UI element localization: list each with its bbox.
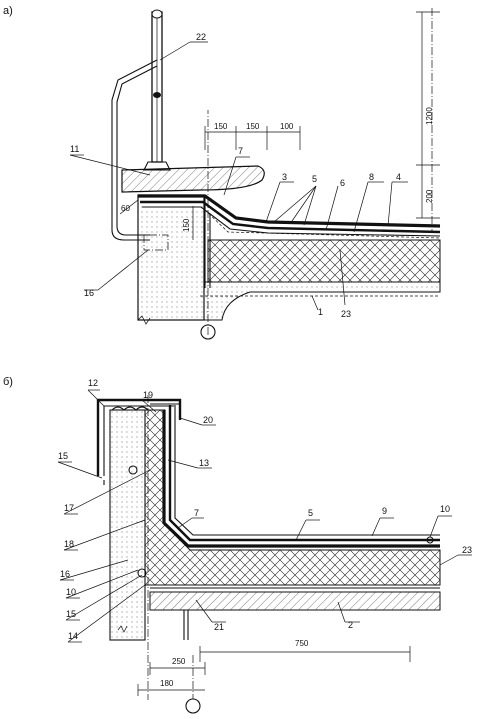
callout-label: 18 <box>64 539 74 549</box>
callout-label: 1200 <box>425 107 434 125</box>
callout-label: 60 <box>121 204 130 213</box>
callout-label: 23 <box>462 545 472 555</box>
callout-label: 8 <box>369 172 374 182</box>
callout-label: 750 <box>295 639 309 648</box>
callout-label: 23 <box>341 309 351 319</box>
callout-label: 15 <box>58 451 68 461</box>
callout-label: 2 <box>348 620 353 630</box>
callout-label: 100 <box>280 122 294 131</box>
callouts-b: 12 19 20 15 13 17 7 5 9 10 23 18 16 10 1… <box>57 378 472 643</box>
callout-label: 1 <box>318 307 323 317</box>
callout-label: 22 <box>196 32 206 42</box>
callout-label: 150 <box>246 122 260 131</box>
callout-label: 19 <box>143 390 153 400</box>
roof-slab <box>203 281 441 321</box>
callout-label: 12 <box>88 378 98 388</box>
insulation-upstand <box>144 409 441 586</box>
callout-label: 7 <box>238 146 243 156</box>
callout-label: 150 <box>214 122 228 131</box>
callout-label: 13 <box>199 458 209 468</box>
callout-label: 180 <box>160 679 174 688</box>
callout-label: 9 <box>382 506 387 516</box>
callout-label: 4 <box>396 172 401 182</box>
callout-label: 15 <box>66 609 76 619</box>
callout-label: 10 <box>66 587 76 597</box>
callout-label: 150 <box>182 218 191 232</box>
callout-label: 3 <box>282 172 287 182</box>
callout-label: 17 <box>64 503 74 513</box>
roof-slab-b <box>149 591 441 611</box>
callout-label: 10 <box>440 504 450 514</box>
callout-label: 14 <box>68 631 78 641</box>
callout-label: 20 <box>203 415 213 425</box>
callout-label: 5 <box>312 174 317 184</box>
dimension-lines-b: 750 250 180 <box>137 639 411 696</box>
parapet-wall <box>137 194 205 321</box>
callout-label: 7 <box>194 508 199 518</box>
thermal-insulation <box>207 239 441 283</box>
callout-label: 11 <box>70 144 79 154</box>
callout-label: 21 <box>214 622 224 632</box>
panel-label-b: б) <box>3 376 13 388</box>
callout-label: 16 <box>60 569 70 579</box>
callout-label: 5 <box>308 508 313 518</box>
callout-label: 250 <box>172 657 186 666</box>
callout-label: 16 <box>84 288 94 298</box>
dimension-lines-a: 150 150 100 1200 200 60 150 <box>119 11 440 240</box>
parapet-wall-b <box>109 409 146 641</box>
parapet-coping-stone <box>121 165 265 193</box>
callout-label: 6 <box>340 178 345 188</box>
callout-label: 200 <box>425 189 434 203</box>
callouts-a: 22 11 7 3 5 6 8 4 16 1 23 <box>69 32 408 319</box>
panel-label-a: а) <box>3 5 13 17</box>
railing-post <box>111 9 171 241</box>
